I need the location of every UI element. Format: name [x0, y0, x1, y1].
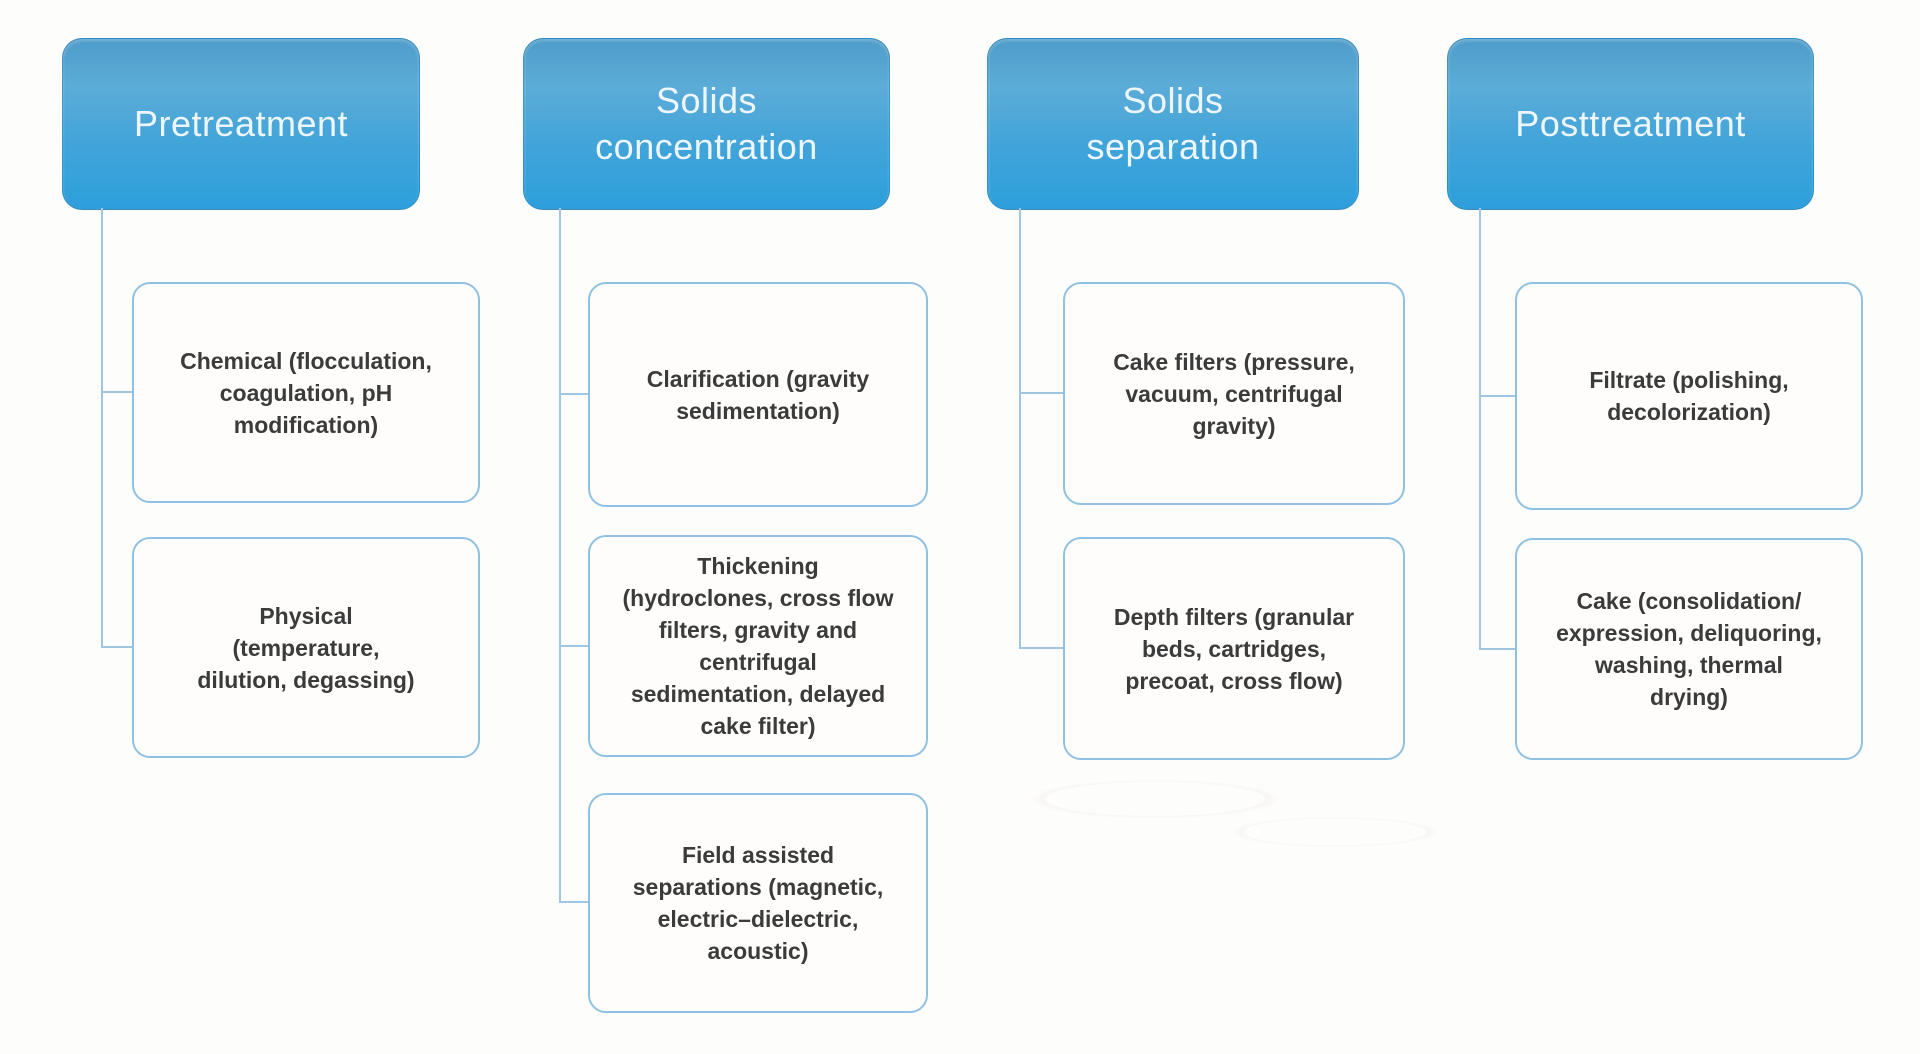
scan-artifact	[1020, 755, 1470, 865]
box-field-assisted-separations-label: Field assisted separations (magnetic, el…	[632, 842, 884, 964]
header-solids-separation: Solids separation	[987, 38, 1359, 210]
header-solids-separation-label: Solids separation	[1086, 80, 1260, 167]
connector-pretreatment-stub-1	[103, 391, 133, 393]
box-filtrate: Filtrate (polishing, decolorization)	[1515, 282, 1863, 510]
box-cake-filters: Cake filters (pressure, vacuum, centrifu…	[1063, 282, 1405, 505]
box-cake: Cake (consolidation/ expression, deliquo…	[1515, 538, 1863, 760]
connector-solids-separation-stub-1	[1021, 392, 1063, 394]
connector-solids-separation-vertical	[1019, 208, 1021, 649]
box-chemical-label: Chemical (flocculation, coagulation, pH …	[180, 347, 432, 438]
connector-posttreatment-stub-2	[1481, 648, 1515, 650]
box-cake-filters-label: Cake filters (pressure, vacuum, centrifu…	[1113, 348, 1355, 439]
header-pretreatment: Pretreatment	[62, 38, 420, 210]
connector-posttreatment-stub-1	[1481, 395, 1515, 397]
box-cake-label: Cake (consolidation/ expression, deliquo…	[1556, 588, 1822, 710]
connector-pretreatment-vertical	[101, 208, 103, 648]
connector-solids-concentration-stub-1	[561, 393, 589, 395]
connector-solids-concentration-vertical	[559, 208, 561, 903]
header-solids-concentration: Solids concentration	[523, 38, 890, 210]
connector-solids-concentration-stub-2	[561, 645, 589, 647]
box-filtrate-label: Filtrate (polishing, decolorization)	[1589, 367, 1789, 425]
box-depth-filters: Depth filters (granular beds, cartridges…	[1063, 537, 1405, 760]
header-solids-concentration-label: Solids concentration	[595, 80, 818, 167]
box-depth-filters-label: Depth filters (granular beds, cartridges…	[1113, 603, 1355, 694]
header-posttreatment-label: Posttreatment	[1515, 103, 1746, 144]
connector-solids-concentration-stub-3	[561, 901, 589, 903]
connector-pretreatment-stub-2	[103, 646, 133, 648]
box-field-assisted-separations: Field assisted separations (magnetic, el…	[588, 793, 928, 1013]
box-physical: Physical (temperature, dilution, degassi…	[132, 537, 480, 758]
box-thickening-label: Thickening (hydroclones, cross flow filt…	[622, 553, 894, 739]
box-thickening: Thickening (hydroclones, cross flow filt…	[588, 535, 928, 757]
connector-solids-separation-stub-2	[1021, 647, 1063, 649]
box-clarification-label: Clarification (gravity sedimentation)	[646, 365, 870, 424]
header-posttreatment: Posttreatment	[1447, 38, 1814, 210]
box-clarification: Clarification (gravity sedimentation)	[588, 282, 928, 507]
box-physical-label: Physical (temperature, dilution, degassi…	[197, 602, 415, 693]
connector-posttreatment-vertical	[1479, 208, 1481, 650]
box-chemical: Chemical (flocculation, coagulation, pH …	[132, 282, 480, 503]
header-pretreatment-label: Pretreatment	[133, 103, 349, 144]
